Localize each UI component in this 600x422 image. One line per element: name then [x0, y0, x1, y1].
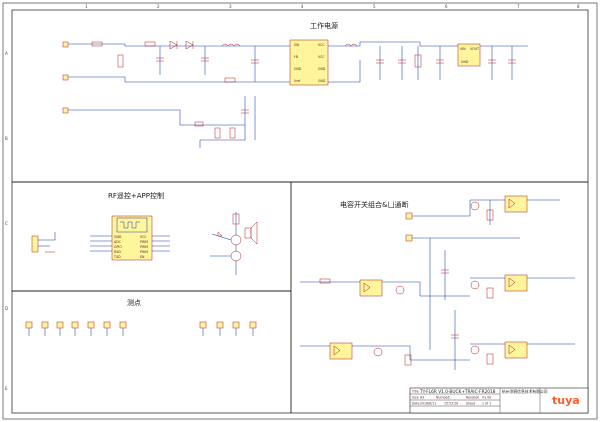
svg-text:1: 1: [85, 4, 88, 9]
svg-text:E: E: [5, 386, 8, 391]
svg-text:2: 2: [157, 4, 160, 9]
svg-text:RXD: RXD: [114, 250, 121, 254]
svg-text:Revision: Revision: [466, 396, 479, 400]
time-value: 15:53:26: [444, 402, 458, 406]
svg-text:EN: EN: [140, 255, 145, 259]
rf-module-circuit: GND VCC ADC PWM GPIO PWM RXD PWM TXD EN: [31, 212, 258, 275]
svg-text:GPIO: GPIO: [114, 245, 122, 249]
input-terminal-l: [62, 41, 69, 48]
revision-value: V1.00: [482, 396, 491, 400]
test-point: [71, 321, 79, 336]
svg-text:D: D: [5, 306, 8, 311]
svg-text:VOUT: VOUT: [470, 47, 479, 51]
optocoupler-1: [504, 195, 528, 213]
svg-text:7: 7: [517, 4, 520, 9]
rf-connector: [31, 235, 39, 253]
svg-text:A: A: [5, 51, 8, 56]
date-value: 2018/6/11: [420, 402, 436, 406]
svg-text:5: 5: [373, 4, 376, 9]
number-value: 2: [448, 396, 450, 400]
svg-text:4: 4: [301, 4, 304, 9]
test-section-title: 测点: [127, 299, 141, 307]
svg-text:TXD: TXD: [113, 255, 121, 259]
svg-text:8: 8: [577, 4, 580, 9]
svg-text:PWM: PWM: [140, 250, 148, 254]
svg-text:3: 3: [229, 4, 232, 9]
test-point: [249, 321, 257, 336]
svg-text:PWM: PWM: [140, 245, 148, 249]
svg-text:B: B: [5, 136, 8, 141]
drawing-name: TY-FL6R V1.0-BUCK+TRAIC-FR2018: [419, 389, 496, 395]
title-block: Title TY-FL6R V1.0-BUCK+TRAIC-FR2018 Siz…: [409, 387, 589, 414]
svg-text:VIN: VIN: [460, 47, 466, 51]
test-point: [199, 321, 207, 336]
test-point: [41, 321, 49, 336]
svg-text:VCC: VCC: [318, 43, 325, 47]
svg-text:C: C: [5, 221, 8, 226]
optocoupler-2: [359, 279, 383, 297]
svg-text:GND: GND: [114, 235, 122, 239]
cap-section-title: 电容开关组合&凵通断: [340, 200, 408, 209]
cap-terminal-b: [405, 234, 413, 242]
tuya-logo: tuya: [552, 394, 580, 407]
optocoupler-5: [504, 341, 528, 359]
grid-labels: 1 2 3 4 5 6 7 8 A B C D E: [5, 4, 580, 391]
svg-text:Number: Number: [436, 396, 449, 400]
svg-text:Sheet: Sheet: [466, 402, 476, 406]
size-value: A3: [420, 396, 424, 400]
power-supply-circuit: SW VCC FB VCC GND GND Vref GND VIN VOUT …: [62, 39, 528, 148]
svg-text:GND: GND: [318, 67, 326, 71]
test-point: [25, 321, 33, 336]
svg-text:GND: GND: [318, 79, 326, 83]
rf-section-title: RF遥控+APP控制: [108, 191, 164, 200]
input-terminal-aux: [62, 107, 69, 114]
svg-text:ADC: ADC: [114, 240, 122, 244]
sheet-value: 1 of 1: [482, 402, 491, 406]
test-point: [232, 321, 240, 336]
svg-text:PWM: PWM: [140, 240, 148, 244]
svg-text:GND: GND: [294, 67, 302, 71]
svg-text:SW: SW: [294, 43, 300, 47]
test-point: [56, 321, 64, 336]
test-point: [103, 321, 111, 336]
title-label: Title: [411, 390, 419, 394]
cap-switch-circuit: [300, 195, 575, 370]
test-point: [87, 321, 95, 336]
svg-text:6: 6: [445, 4, 448, 9]
power-section-title: 工作电源: [310, 21, 338, 30]
optocoupler-3: [504, 274, 528, 292]
optocoupler-4: [329, 342, 353, 360]
svg-text:VCC: VCC: [318, 55, 325, 59]
ldo-regulator-ic: [457, 43, 481, 67]
test-point: [216, 321, 224, 336]
cap-terminal-a: [405, 212, 413, 220]
svg-text:FB: FB: [294, 55, 298, 59]
svg-text:Vref: Vref: [294, 79, 301, 83]
svg-text:Date: Date: [412, 402, 420, 406]
test-point: [119, 321, 127, 336]
svg-text:GND: GND: [461, 60, 469, 64]
svg-text:Size: Size: [412, 396, 419, 400]
inner-frame: [11, 9, 589, 414]
input-terminal-n: [62, 74, 69, 81]
buck-converter-ic: [289, 39, 329, 86]
svg-text:VCC: VCC: [140, 235, 147, 239]
company-name: 杭州涂鸦信息技术有限公司: [502, 389, 548, 394]
test-points: [25, 321, 257, 336]
